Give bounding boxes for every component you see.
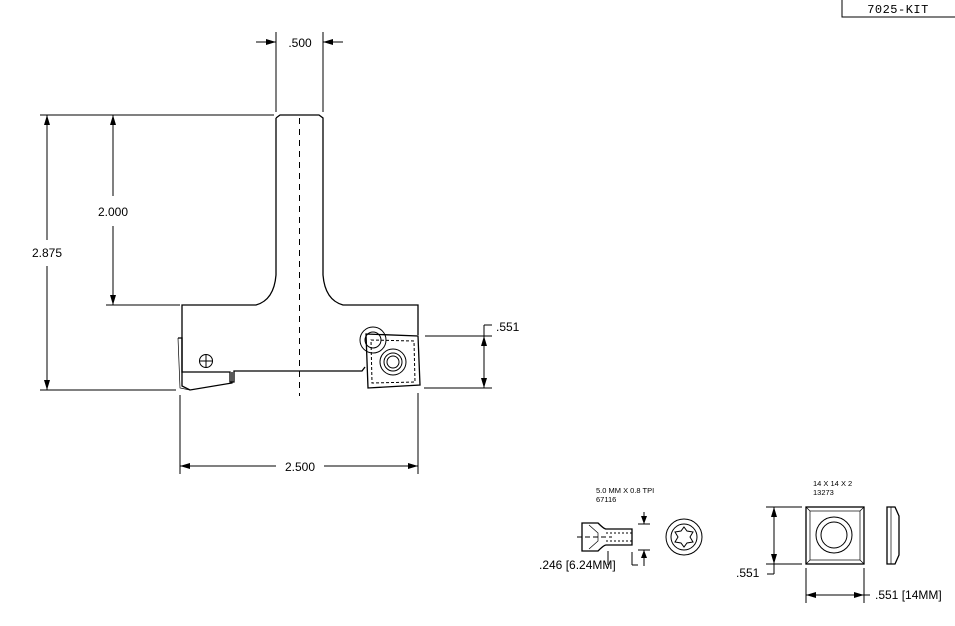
- screw-side: [581, 522, 633, 552]
- left-insert: [178, 337, 233, 391]
- part-number: 7025-KIT: [867, 3, 929, 17]
- label-insert-height: .551: [496, 320, 520, 334]
- insert-spec: 14 X 14 X 2: [813, 479, 852, 488]
- screw-spec: 5.0 MM X 0.8 TPI: [596, 486, 654, 495]
- dim-shank-diameter: .500: [256, 32, 343, 112]
- right-insert: [359, 326, 421, 389]
- tool-body: [177, 114, 421, 396]
- insert-face: [805, 506, 865, 565]
- dim-overall-height: 2.875: [32, 114, 176, 391]
- body-lower: [181, 335, 366, 383]
- insert-part-number: 13273: [813, 488, 834, 497]
- insert-detail: 14 X 14 X 2 13273 .551 .551 [14MM]: [736, 479, 942, 603]
- title-block: 7025-KIT: [841, 0, 955, 18]
- shank-outline: [275, 114, 419, 335]
- dim-insert-height: .551: [424, 320, 520, 389]
- screw-part-number: 67116: [596, 495, 616, 504]
- screw-end-view: [665, 518, 703, 556]
- dim-overall-width: 2.500: [179, 393, 419, 474]
- label-shank-diameter: .500: [288, 36, 312, 50]
- dim-shank-length: 2.000: [98, 114, 274, 306]
- label-overall-width: 2.500: [285, 460, 315, 474]
- label-insert-width: .551 [14MM]: [875, 588, 942, 602]
- label-shank-length: 2.000: [98, 205, 128, 219]
- label-screw-length: .246 [6.24MM]: [539, 558, 616, 572]
- label-insert-detail-height: .551: [736, 566, 760, 580]
- label-overall-height: 2.875: [32, 246, 62, 260]
- left-screw: [199, 354, 213, 368]
- shank-left-fillet: [181, 118, 277, 335]
- insert-side: [886, 506, 900, 565]
- screw-detail: 5.0 MM X 0.8 TPI 67116 .246 [6.24MM]: [539, 486, 703, 572]
